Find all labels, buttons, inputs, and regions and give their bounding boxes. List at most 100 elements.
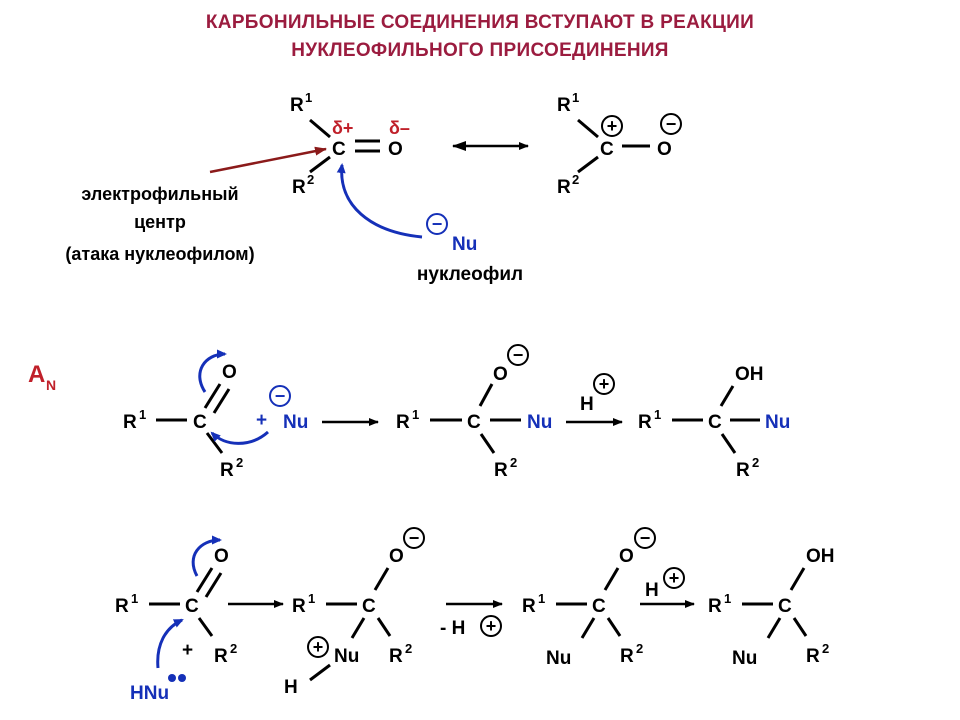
an-intermediate: R 1 C O − Nu R 2 [396,344,552,481]
nu-substituent: Nu [765,412,790,433]
positive-charge: + [607,116,618,136]
nucleophile-attack-arrow [336,163,423,239]
r1-superscript: 1 [139,407,146,422]
proton-removal: - H [440,618,465,639]
plus-sign: + [182,640,193,661]
protonation-reagent: H + [580,373,615,415]
bond-r2-c [577,155,599,174]
double-bond-b [212,388,231,414]
double-bond-a [203,383,222,409]
bond-r2-c [309,155,331,174]
lone-pair-dot-2 [178,674,186,682]
proton-on-nu: H [284,677,298,698]
carbonyl-carbon: C [185,596,199,617]
proton-charge: + [599,374,610,394]
nucleophile-charge-circle [426,213,448,235]
r2-label: R [557,177,571,198]
electrophile-arrow [209,146,327,174]
nucleophile: − Nu нуклеофил [417,213,523,285]
oxide-oxygen: O [657,139,672,160]
electron-flow-arrow-4 [156,618,184,669]
r1-superscript: 1 [572,90,579,105]
electrophile-label-1: электрофильный [81,184,238,204]
hnu-alkoxide: R 1 C O − Nu R 2 [522,527,656,669]
r1-label: R [638,412,652,433]
central-carbon: C [708,412,722,433]
nucleophile-charge: − [432,214,443,234]
proton-symbol: H [580,394,594,415]
r2-superscript: 2 [230,641,237,656]
electron-flow-arrow-3 [191,535,222,577]
oxide-oxygen: O [493,364,508,385]
proton-charge: + [486,616,497,636]
negative-charge: − [666,114,677,134]
oxide-charge: − [409,528,420,548]
r2-superscript: 2 [510,455,517,470]
hydroxyl-group: OH [806,546,835,567]
nu-substituent: Nu [732,648,757,669]
delta-plus: δ+ [332,118,353,138]
proton-charge: + [669,568,680,588]
mechanism-label-sub: N [46,377,56,393]
carbocation-carbon: C [600,139,614,160]
oxide-charge: − [513,345,524,365]
nucleophile-symbol: Nu [452,234,477,255]
r1-superscript: 1 [538,591,545,606]
r2-label: R [620,646,634,667]
title-line-2: НУКЛЕОФИЛЬНОГО ПРИСОЕДИНЕНИЯ [291,40,669,61]
negative-charge-circle [660,113,682,135]
r1-superscript: 1 [131,591,138,606]
r1-label: R [115,596,129,617]
hydroxyl-group: OH [735,364,764,385]
r1-label: R [708,596,722,617]
r2-superscript: 2 [405,641,412,656]
an-product: R 1 C OH Nu R 2 [638,364,790,481]
nucleophile-symbol: Nu [283,412,308,433]
ammonium-charge: + [313,637,324,657]
hnu-symbol: HNu [130,683,169,704]
r2-superscript: 2 [636,641,643,656]
r1-superscript: 1 [305,90,312,105]
central-carbon: C [778,596,792,617]
central-carbon: C [467,412,481,433]
zwitterion-intermediate: R 1 C O − Nu + H R 2 [284,527,425,698]
oxide-oxygen: O [619,546,634,567]
r1-superscript: 1 [724,591,731,606]
r2-label: R [494,460,508,481]
oxide-oxygen: O [389,546,404,567]
r2-superscript: 2 [822,641,829,656]
r1-superscript: 1 [654,407,661,422]
nucleophile-label: нуклеофил [417,264,523,285]
carbonyl-carbon: C [332,139,346,160]
positive-charge-circle [601,115,623,137]
nucleophile-charge: − [275,386,286,406]
plus-sign: + [256,410,267,431]
r2-label: R [389,646,403,667]
r1-label: R [290,95,304,116]
an-reactant: R 1 C O R 2 [123,362,243,481]
r1-label: R [123,412,137,433]
r1-superscript: 1 [412,407,419,422]
r1-label: R [522,596,536,617]
protonation-reagent-2: H + [645,567,685,601]
hnu-reagent: HNu [130,674,186,704]
carbonyl-carbon: C [193,412,207,433]
r1-superscript: 1 [308,591,315,606]
electron-flow-arrow-2 [210,430,269,445]
hnu-reactant: R 1 C O R 2 + [115,546,237,667]
r2-superscript: 2 [236,455,243,470]
an-nucleophile: + − Nu [256,385,308,433]
mechanism-label-main: A [28,361,45,388]
electron-flow-arrow-1 [198,349,227,393]
resonance-structure: R 1 R 2 C O + − [557,90,682,198]
deprotonation-reagent: - H + [440,615,502,639]
polarized-carbonyl: R 1 R 2 C O δ+ δ– [290,90,410,198]
central-carbon: C [362,596,376,617]
r1-label: R [557,95,571,116]
r2-superscript: 2 [752,455,759,470]
r2-superscript: 2 [307,172,314,187]
r2-label: R [736,460,750,481]
proton-symbol: H [645,580,659,601]
electrophile-label-3: (атака нуклеофилом) [65,244,254,264]
